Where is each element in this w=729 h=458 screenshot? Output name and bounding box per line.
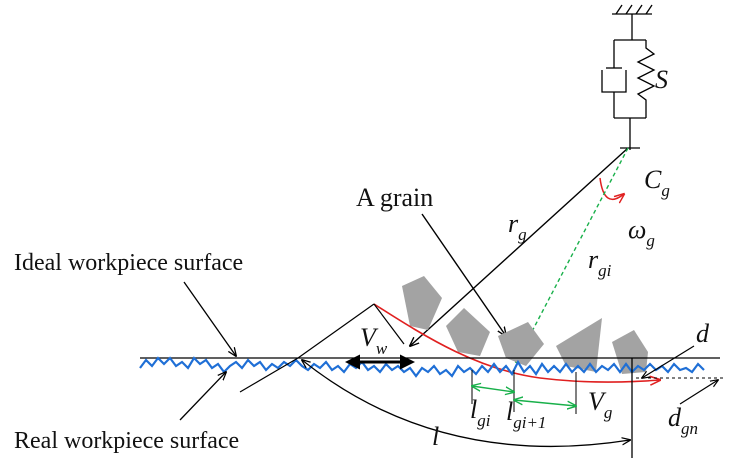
spring-damper-support [601, 4, 656, 150]
dgn-label: dgn [668, 403, 698, 438]
ideal-surface-label: Ideal workpiece surface [14, 250, 243, 276]
lgi1-label: lgi+1 [506, 397, 546, 432]
omega-label: ωg [628, 215, 655, 250]
vw-label: Vw [360, 323, 388, 358]
d-label: d [696, 319, 710, 348]
grain [556, 318, 602, 372]
contact-length-label: l [432, 422, 439, 451]
spring-label: S [655, 65, 668, 94]
radius-rg-label: rg [508, 209, 527, 244]
a-grain-label: A grain [356, 183, 433, 212]
grain [498, 322, 544, 366]
contact-length-arc [302, 360, 630, 448]
d-leader [642, 345, 695, 378]
lgi1-arrow [514, 400, 576, 406]
grains [402, 276, 648, 374]
radius-rgi-line [516, 147, 629, 362]
real-surface-label: Real workpiece surface [14, 428, 239, 454]
center-label: Cg [644, 165, 670, 200]
lgi-arrow [472, 386, 514, 392]
ideal-surface-arrow [183, 281, 236, 356]
radius-rgi-label: rgi [588, 245, 612, 280]
grain [446, 308, 490, 356]
real-surface-arrow [179, 372, 226, 421]
a-grain-arrow [421, 213, 506, 336]
radius-rg-line [410, 147, 629, 346]
dgn-leader [679, 380, 718, 405]
rotation-arrow [599, 177, 624, 199]
construction-lines [239, 303, 405, 393]
vg-label: Vg [588, 387, 612, 422]
lgi-label: lgi [470, 395, 491, 430]
grain [402, 276, 442, 330]
